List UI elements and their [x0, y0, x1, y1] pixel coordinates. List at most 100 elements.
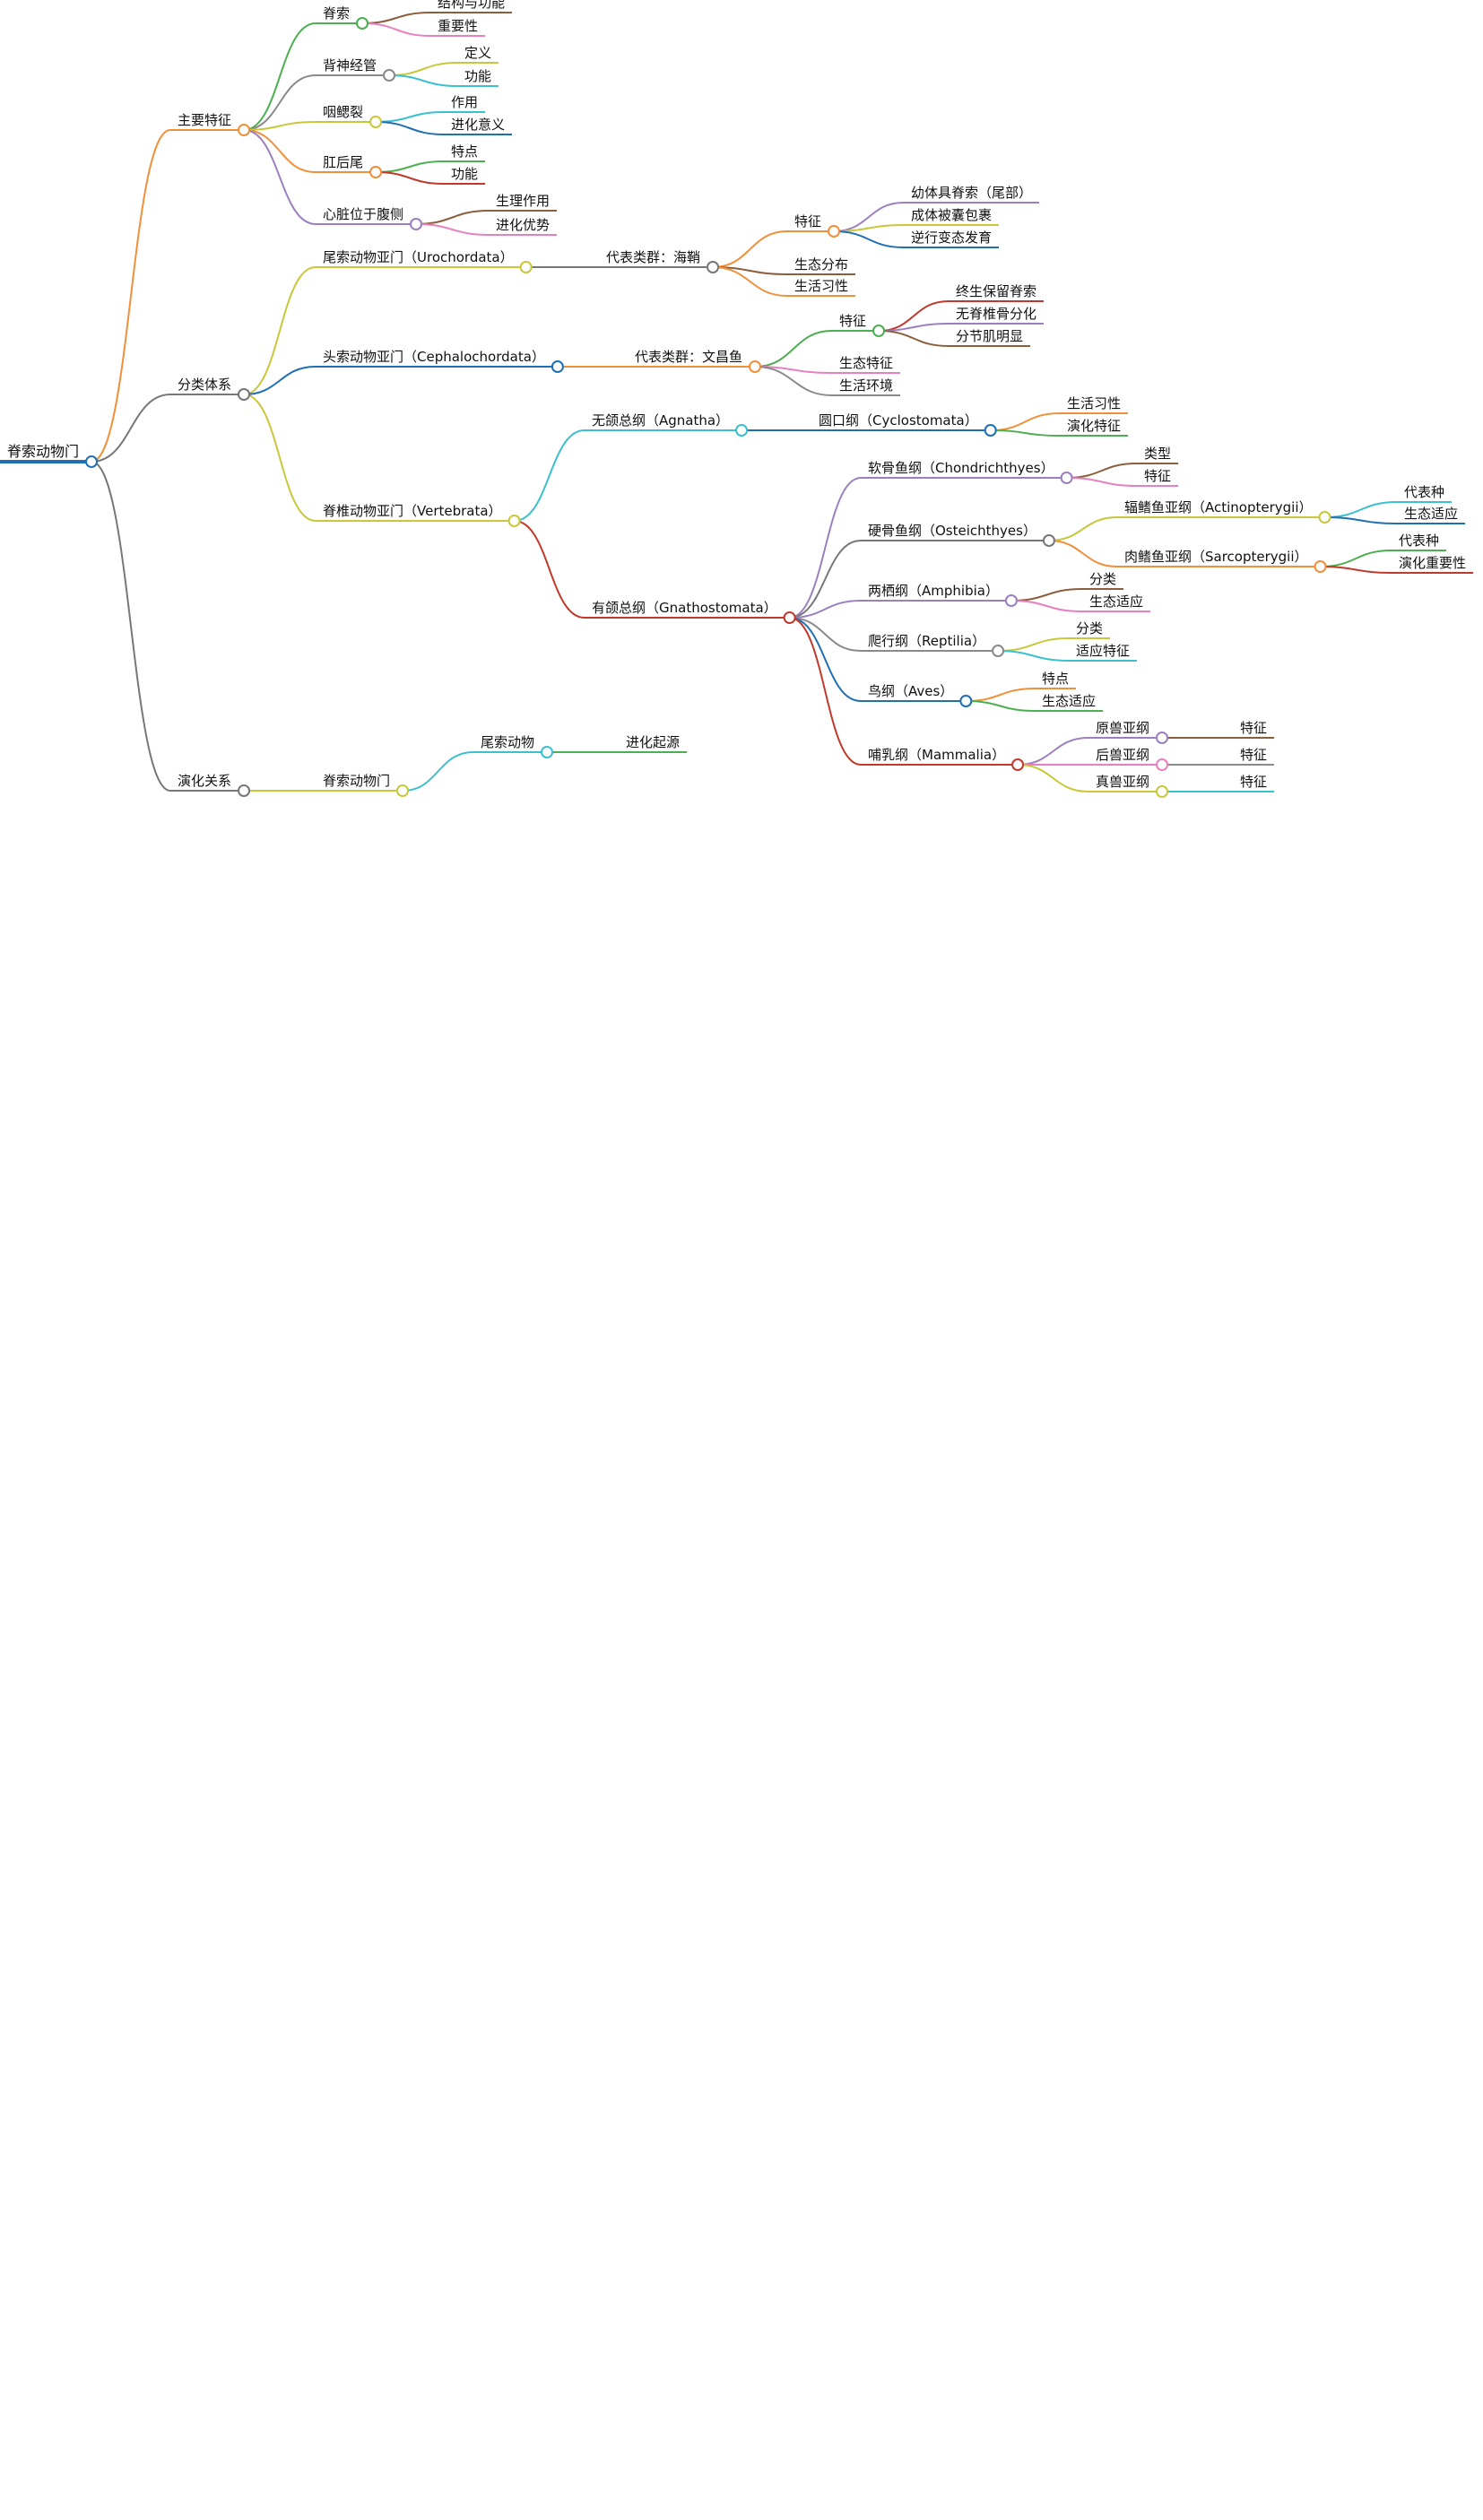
mindmap-node[interactable]: 演化关系 — [170, 773, 251, 797]
collapse-toggle-icon[interactable] — [1011, 758, 1025, 771]
mindmap-node[interactable]: 特征 — [787, 213, 841, 238]
mindmap-node[interactable]: 头索动物亚门（Cephalochordata） — [316, 349, 564, 373]
collapse-toggle-icon[interactable] — [551, 360, 564, 373]
collapse-toggle-icon[interactable] — [238, 784, 251, 797]
collapse-toggle-icon[interactable] — [1060, 472, 1073, 484]
mindmap-root-node[interactable]: 脊索动物门 — [0, 443, 99, 468]
mindmap-node[interactable]: 结构与功能 — [430, 0, 513, 13]
collapse-toggle-icon[interactable] — [992, 645, 1005, 657]
collapse-toggle-icon[interactable] — [383, 69, 396, 82]
mindmap-node[interactable]: 生态分布 — [787, 256, 856, 275]
mindmap-node[interactable]: 类型 — [1137, 446, 1179, 464]
collapse-toggle-icon[interactable] — [369, 116, 383, 128]
mindmap-node[interactable]: 作用 — [444, 94, 486, 113]
mindmap-node[interactable]: 功能 — [457, 68, 499, 87]
mindmap-node[interactable]: 演化重要性 — [1392, 555, 1474, 574]
collapse-toggle-icon[interactable] — [1156, 785, 1169, 798]
collapse-toggle-icon[interactable] — [238, 124, 251, 136]
collapse-toggle-icon[interactable] — [783, 611, 796, 624]
mindmap-node[interactable]: 分类体系 — [170, 377, 251, 401]
collapse-toggle-icon[interactable] — [238, 388, 251, 401]
mindmap-node[interactable]: 代表种 — [1397, 484, 1453, 503]
mindmap-node[interactable]: 代表类群：文昌鱼 — [628, 349, 762, 373]
mindmap-node[interactable]: 特征 — [1233, 774, 1275, 792]
collapse-toggle-icon[interactable] — [396, 784, 410, 797]
mindmap-node[interactable]: 重要性 — [430, 18, 486, 37]
mindmap-node[interactable]: 生活习性 — [787, 278, 856, 297]
mindmap-node[interactable]: 进化起源 — [619, 734, 688, 753]
mindmap-node[interactable]: 脊椎动物亚门（Vertebrata） — [316, 503, 521, 527]
mindmap-node[interactable]: 分节肌明显 — [949, 328, 1031, 347]
collapse-toggle-icon[interactable] — [507, 515, 521, 527]
mindmap-node[interactable]: 鸟纲（Aves） — [861, 683, 973, 707]
mindmap-node[interactable]: 代表种 — [1392, 533, 1447, 551]
collapse-toggle-icon[interactable] — [1156, 758, 1169, 771]
mindmap-node[interactable]: 终生保留脊索 — [949, 283, 1045, 302]
collapse-toggle-icon[interactable] — [984, 424, 997, 437]
mindmap-node[interactable]: 硬骨鱼纲（Osteichthyes） — [861, 523, 1055, 547]
mindmap-node[interactable]: 分类 — [1082, 571, 1124, 590]
mindmap-node[interactable]: 主要特征 — [170, 112, 251, 136]
mindmap-node[interactable]: 功能 — [444, 166, 486, 185]
mindmap-node[interactable]: 幼体具脊索（尾部） — [904, 185, 1040, 204]
mindmap-node[interactable]: 背神经管 — [316, 57, 396, 82]
collapse-toggle-icon[interactable] — [410, 218, 423, 230]
mindmap-node[interactable]: 生活习性 — [1060, 395, 1129, 414]
collapse-toggle-icon[interactable] — [85, 455, 99, 468]
collapse-toggle-icon[interactable] — [1318, 511, 1331, 524]
collapse-toggle-icon[interactable] — [356, 17, 369, 30]
mindmap-node[interactable]: 代表类群：海鞘 — [599, 249, 720, 273]
collapse-toggle-icon[interactable] — [872, 325, 886, 337]
mindmap-node[interactable]: 特点 — [444, 143, 486, 162]
collapse-toggle-icon[interactable] — [1042, 534, 1055, 547]
mindmap-node[interactable]: 圆口纲（Cyclostomata） — [811, 412, 997, 437]
mindmap-node[interactable]: 无脊椎骨分化 — [949, 306, 1045, 325]
mindmap-node[interactable]: 特征 — [1137, 468, 1179, 487]
collapse-toggle-icon[interactable] — [1004, 594, 1018, 607]
mindmap-node[interactable]: 进化意义 — [444, 117, 513, 135]
mindmap-node[interactable]: 两栖纲（Amphibia） — [861, 583, 1018, 607]
collapse-toggle-icon[interactable] — [749, 360, 762, 373]
mindmap-node[interactable]: 真兽亚纲 — [1088, 774, 1169, 798]
mindmap-node[interactable]: 生态适应 — [1082, 593, 1151, 612]
collapse-toggle-icon[interactable] — [369, 166, 383, 178]
mindmap-node[interactable]: 后兽亚纲 — [1088, 747, 1169, 771]
mindmap-node[interactable]: 特征 — [1233, 747, 1275, 766]
mindmap-node[interactable]: 适应特征 — [1069, 643, 1138, 662]
mindmap-node[interactable]: 爬行纲（Reptilia） — [861, 633, 1005, 657]
collapse-toggle-icon[interactable] — [959, 695, 973, 707]
mindmap-node[interactable]: 肉鳍鱼亚纲（Sarcopterygii） — [1117, 549, 1327, 573]
collapse-toggle-icon[interactable] — [828, 225, 841, 238]
mindmap-node[interactable]: 演化特征 — [1060, 418, 1129, 437]
mindmap-node[interactable]: 特征 — [1233, 720, 1275, 739]
mindmap-node[interactable]: 尾索动物亚门（Urochordata） — [316, 249, 533, 273]
mindmap-node[interactable]: 脊索动物门 — [316, 773, 410, 797]
mindmap-node[interactable]: 特点 — [1035, 671, 1077, 689]
mindmap-node[interactable]: 生理作用 — [489, 193, 558, 212]
mindmap-node[interactable]: 咽鳃裂 — [316, 104, 383, 128]
mindmap-node[interactable]: 定义 — [457, 45, 499, 64]
mindmap-node[interactable]: 特征 — [832, 313, 886, 337]
collapse-toggle-icon[interactable] — [1314, 560, 1327, 573]
mindmap-node[interactable]: 生态特征 — [832, 355, 901, 374]
mindmap-node[interactable]: 软骨鱼纲（Chondrichthyes） — [861, 460, 1073, 484]
mindmap-node[interactable]: 成体被囊包裹 — [904, 207, 1000, 226]
mindmap-node[interactable]: 哺乳纲（Mammalia） — [861, 747, 1025, 771]
collapse-toggle-icon[interactable] — [735, 424, 749, 437]
collapse-toggle-icon[interactable] — [1156, 732, 1169, 744]
collapse-toggle-icon[interactable] — [707, 261, 720, 273]
mindmap-node[interactable]: 脊索 — [316, 5, 369, 30]
mindmap-node[interactable]: 辐鳍鱼亚纲（Actinopterygii） — [1117, 499, 1331, 524]
mindmap-node[interactable]: 有颌总纲（Gnathostomata） — [585, 600, 796, 624]
mindmap-node[interactable]: 进化优势 — [489, 217, 558, 236]
mindmap-node[interactable]: 无颌总纲（Agnatha） — [585, 412, 749, 437]
mindmap-node[interactable]: 生态适应 — [1397, 506, 1466, 524]
mindmap-node[interactable]: 生活环境 — [832, 377, 901, 396]
collapse-toggle-icon[interactable] — [541, 746, 554, 758]
mindmap-node[interactable]: 心脏位于腹侧 — [316, 206, 423, 230]
mindmap-node[interactable]: 尾索动物 — [473, 734, 554, 758]
mindmap-node[interactable]: 原兽亚纲 — [1088, 720, 1169, 744]
mindmap-node[interactable]: 分类 — [1069, 620, 1111, 639]
mindmap-node[interactable]: 肛后尾 — [316, 154, 383, 178]
mindmap-node[interactable]: 逆行变态发育 — [904, 229, 1000, 248]
